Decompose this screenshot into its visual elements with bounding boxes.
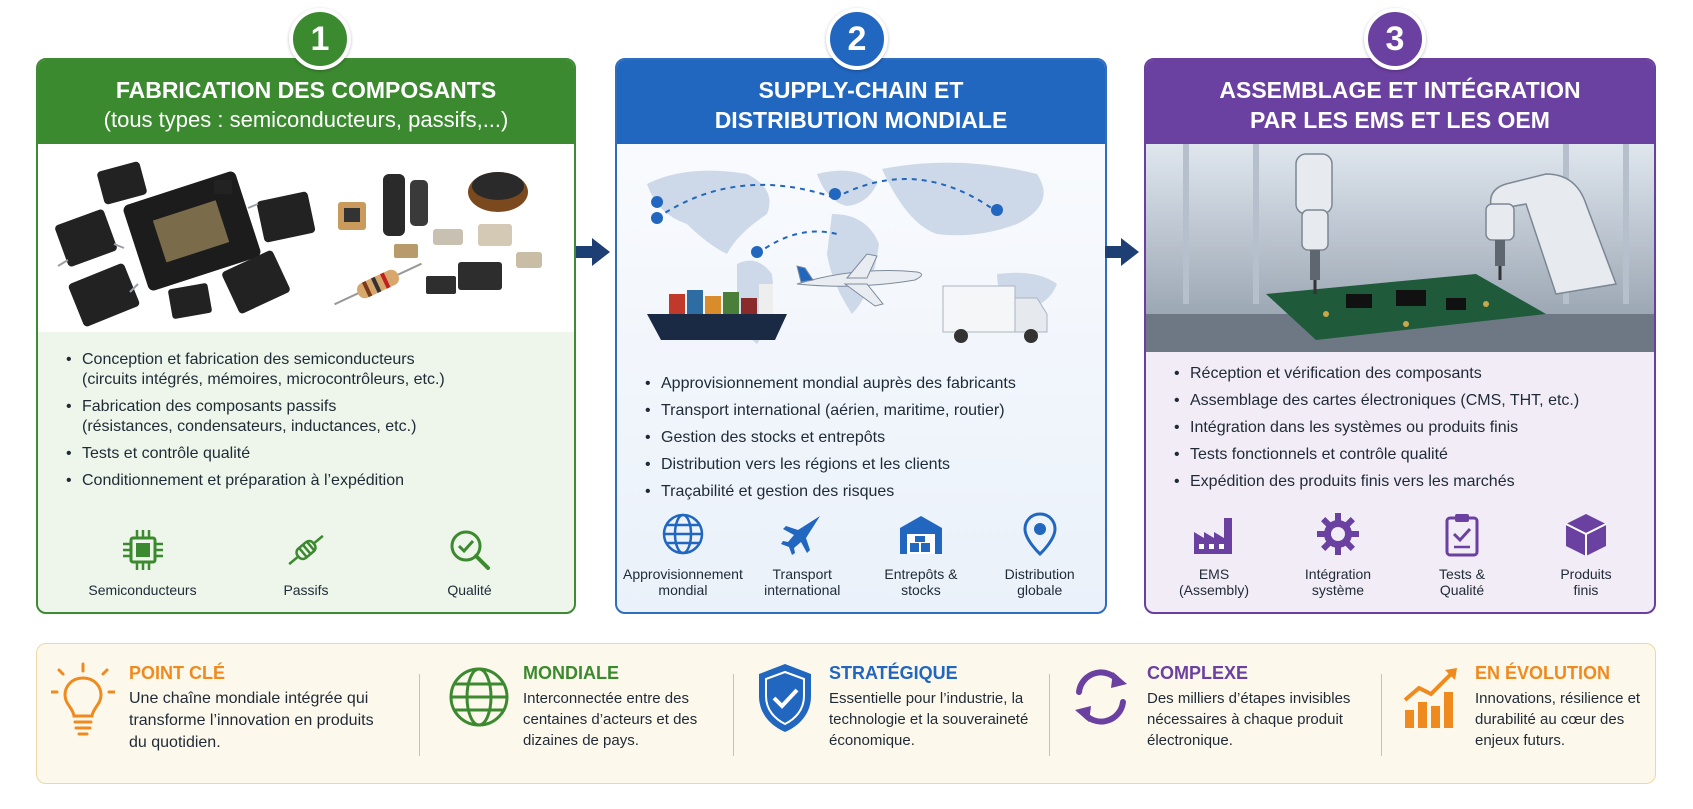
clipboard-check-icon (1445, 514, 1479, 557)
panel-subtitle: PAR LES EMS ET LES OEM (1250, 107, 1550, 133)
key-point-global: MONDIALE Interconnectée entre des centai… (449, 662, 739, 772)
bullet-list: Approvisionnement mondial auprès des fab… (617, 374, 1105, 502)
step-badge-3: 3 (1364, 8, 1426, 70)
growth-chart-icon (1403, 668, 1457, 728)
list-item: Intégration dans les systèmes ou produit… (1174, 418, 1638, 438)
icon-item: Entrepôts & stocks (862, 510, 981, 598)
list-item: Tests fonctionnels et contrôle qualité (1174, 445, 1638, 465)
shield-check-icon (759, 664, 811, 732)
icon-item: EMS (Assembly) (1152, 510, 1276, 598)
location-pin-icon (1023, 512, 1057, 557)
list-item: Tests et contrôle qualité (66, 444, 558, 464)
divider (733, 674, 734, 756)
gear-icon (1317, 513, 1359, 555)
list-item: Traçabilité et gestion des risques (645, 482, 1089, 502)
bullet-list: Réception et vérification des composants… (1146, 364, 1654, 492)
world-logistics-illustration (617, 144, 1105, 362)
flow-arrow-1 (576, 238, 610, 266)
key-point-title: COMPLEXE (1147, 663, 1249, 683)
cycle-arrows-icon (1075, 669, 1127, 725)
key-point-text: Innovations, résilience et durabilité au… (1475, 690, 1641, 749)
icon-item: Produits finis (1524, 510, 1648, 598)
key-point-title: STRATÉGIQUE (829, 663, 958, 683)
key-point-title: EN ÉVOLUTION (1475, 663, 1611, 683)
panel-title: FABRICATION DES COMPOSANTS (115, 77, 497, 103)
key-point-text: Une chaîne mondiale intégrée qui transfo… (129, 690, 374, 751)
key-point-text: Interconnectée entre des centaines d’act… (523, 690, 698, 749)
components-illustration (38, 144, 574, 332)
list-item: Gestion des stocks et entrepôts (645, 428, 1089, 448)
airplane-icon (781, 516, 821, 555)
list-item: Assemblage des cartes électroniques (CMS… (1174, 391, 1638, 411)
key-points-banner: POINT CLÉ Une chaîne mondiale intégrée q… (36, 643, 1656, 784)
panel-subtitle: DISTRIBUTION MONDIALE (714, 107, 1008, 133)
key-point-text: Des milliers d’étapes invisibles nécessa… (1147, 690, 1351, 749)
key-point-main: POINT CLÉ Une chaîne mondiale intégrée q… (51, 662, 381, 772)
icon-item: Distribution globale (980, 510, 1099, 598)
magnifier-check-icon (450, 530, 490, 570)
icon-item: Transport international (743, 510, 862, 598)
key-point-text: Essentielle pour l’industrie, la technol… (829, 690, 1029, 749)
resistor-icon (288, 534, 324, 566)
chip-icon (122, 530, 163, 570)
key-point-complex: COMPLEXE Des milliers d’étapes invisible… (1069, 662, 1369, 772)
panel-assembly-integration: ASSEMBLAGE ET INTÉGRATION PAR LES EMS ET… (1144, 58, 1656, 614)
globe-icon (449, 667, 509, 727)
list-item: Fabrication des composants passifs(résis… (66, 397, 558, 437)
factory-icon (1194, 518, 1232, 554)
icon-row: Approvisionnement mondial Transport inte… (617, 510, 1105, 598)
robot-assembly-illustration (1146, 144, 1654, 352)
icon-row: Semiconducteurs Passifs Qualité (38, 526, 574, 598)
icon-item: Qualité (405, 526, 535, 598)
step-badge-1: 1 (289, 8, 351, 70)
icon-item: Tests & Qualité (1400, 510, 1524, 598)
flow-arrow-2 (1105, 238, 1139, 266)
list-item: Distribution vers les régions et les cli… (645, 455, 1089, 475)
key-point-strategic: STRATÉGIQUE Essentielle pour l’industrie… (755, 662, 1055, 772)
panel-title: ASSEMBLAGE ET INTÉGRATION (1219, 77, 1581, 103)
step-badge-2: 2 (826, 8, 888, 70)
divider (1381, 674, 1382, 756)
panel-supply-chain: SUPPLY-CHAIN ET DISTRIBUTION MONDIALE (615, 58, 1107, 614)
panel-component-manufacturing: FABRICATION DES COMPOSANTS (tous types :… (36, 58, 576, 614)
list-item: Approvisionnement mondial auprès des fab… (645, 374, 1089, 394)
list-item: Conception et fabrication des semiconduc… (66, 350, 558, 390)
panel-title: SUPPLY-CHAIN ET (758, 77, 964, 103)
panel-header: ASSEMBLAGE ET INTÉGRATION PAR LES EMS ET… (1146, 60, 1654, 144)
globe-icon (662, 513, 704, 555)
panel-header: SUPPLY-CHAIN ET DISTRIBUTION MONDIALE (617, 60, 1105, 144)
icon-item: Semiconducteurs (78, 526, 208, 598)
key-point-evolving: EN ÉVOLUTION Innovations, résilience et … (1401, 662, 1651, 772)
icon-item: Passifs (241, 526, 371, 598)
list-item: Expédition des produits finis vers les m… (1174, 472, 1638, 492)
panel-header: FABRICATION DES COMPOSANTS (tous types :… (38, 60, 574, 144)
divider (1049, 674, 1050, 756)
box-icon (1565, 514, 1607, 556)
icon-item: Intégration système (1276, 510, 1400, 598)
warehouse-icon (899, 516, 942, 554)
bullet-list: Conception et fabrication des semiconduc… (38, 350, 574, 491)
icon-row: EMS (Assembly) Intégration système (1146, 510, 1654, 598)
icon-item: Approvisionnement mondial (623, 510, 743, 598)
key-point-title: POINT CLÉ (129, 663, 226, 683)
list-item: Réception et vérification des composants (1174, 364, 1638, 384)
key-point-title: MONDIALE (523, 663, 619, 683)
lightbulb-icon (51, 662, 115, 736)
divider (419, 674, 420, 756)
panel-subtitle: (tous types : semiconducteurs, passifs,.… (103, 107, 509, 132)
list-item: Transport international (aérien, maritim… (645, 401, 1089, 421)
list-item: Conditionnement et préparation à l’expéd… (66, 471, 558, 491)
